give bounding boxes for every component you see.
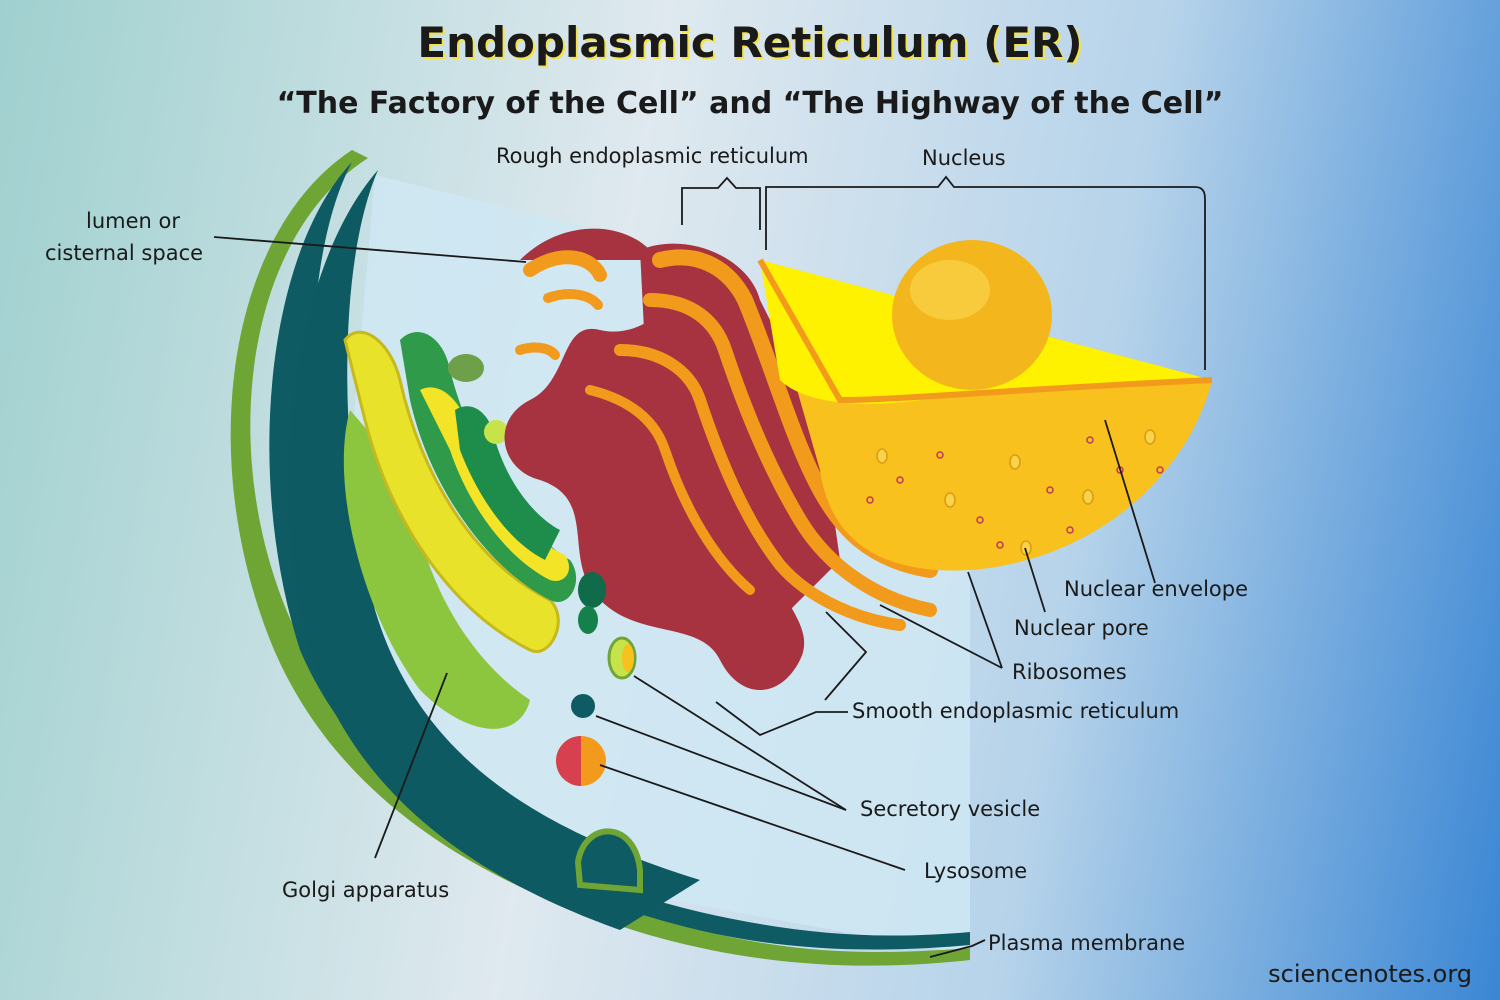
label-rough-er: Rough endoplasmic reticulum [496, 141, 809, 173]
label-nuclear-pore: Nuclear pore [1014, 613, 1149, 645]
label-lysosome: Lysosome [924, 856, 1027, 888]
label-plasma-membrane: Plasma membrane [988, 928, 1185, 960]
membrane-bump [578, 831, 640, 890]
secretory-vesicle-shape-2 [571, 694, 595, 718]
label-lumen-line1: lumen or [86, 206, 180, 238]
label-ribosomes: Ribosomes [1012, 657, 1127, 689]
label-nuclear-envelope: Nuclear envelope [1064, 574, 1248, 606]
label-lumen-line2: cisternal space [45, 238, 203, 270]
label-secretory-vesicle: Secretory vesicle [860, 794, 1040, 826]
label-golgi: Golgi apparatus [282, 875, 449, 907]
label-smooth-er: Smooth endoplasmic reticulum [852, 696, 1179, 728]
label-nucleus: Nucleus [922, 143, 1006, 175]
source-credit: sciencenotes.org [1268, 960, 1472, 988]
